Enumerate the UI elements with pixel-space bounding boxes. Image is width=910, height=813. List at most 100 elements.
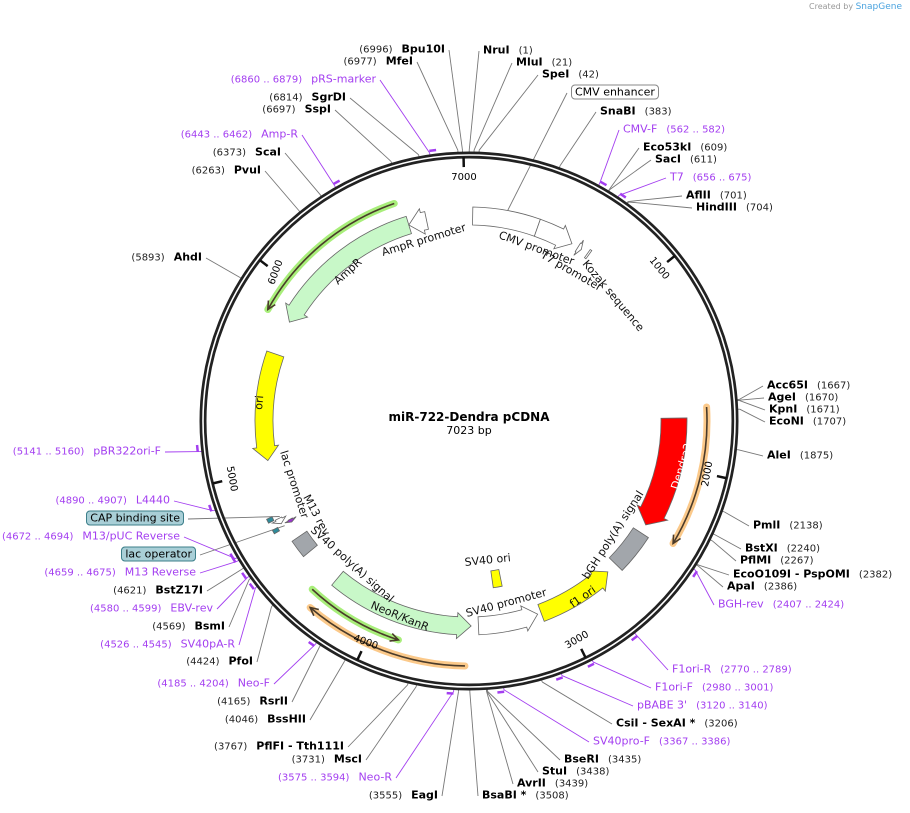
enzyme-label-ahdi[interactable]: 5893AhdI (131, 251, 202, 265)
primer-label-l4440[interactable]: 4890 .. 4907L4440 (55, 494, 170, 508)
primer-label-cmv-f[interactable]: CMV-F562 .. 582 (623, 123, 725, 137)
orf-line (267, 202, 395, 310)
primer-label-sv40pro-f[interactable]: SV40pro-F3367 .. 3386 (593, 735, 730, 749)
primer-label-pbabe-3-[interactable]: pBABE 3'3120 .. 3140 (637, 699, 768, 713)
primer-label-m13-reverse[interactable]: 4659 .. 4675M13 Reverse (44, 566, 196, 580)
leader-line (487, 691, 561, 761)
feature-label-cap-binding-site[interactable]: CAP binding site (86, 510, 184, 526)
primer-label-sv40pa-r[interactable]: 4526 .. 4545SV40pA-R (100, 638, 235, 652)
enzyme-label-agei[interactable]: AgeI1670 (768, 391, 838, 405)
enzyme-label-acc65i[interactable]: Acc65I1667 (767, 379, 850, 393)
enzyme-label-pvui[interactable]: 6263PvuI (192, 164, 261, 178)
site-position: 4569 (152, 622, 185, 633)
primer-binding-mark (429, 148, 437, 153)
enzyme-label-spei[interactable]: SpeI42 (542, 67, 599, 82)
enzyme-label-rsrii[interactable]: 4165RsrII (217, 695, 288, 709)
primer-label-ebv-rev[interactable]: 4580 .. 4599EBV-rev (90, 602, 213, 616)
primer-label-f1ori-f[interactable]: F1ori-F2980 .. 3001 (655, 680, 773, 695)
enzyme-label-kpni[interactable]: KpnI1671 (769, 402, 840, 417)
primer-label-pbr322ori-f[interactable]: 5141 .. 5160pBR322ori-F (13, 445, 161, 459)
enzyme-label-snabi[interactable]: SnaBI383 (600, 105, 672, 119)
enzyme-label-apai[interactable]: ApaI2386 (727, 580, 797, 594)
enzyme-label-mfei[interactable]: 6977MfeI (343, 55, 413, 69)
enzyme-label-pfoi[interactable]: 4424PfoI (186, 655, 253, 669)
site-name: Bpu10I (401, 42, 446, 56)
enzyme-label-scai[interactable]: 6373ScaI (213, 146, 281, 160)
feature-arc-kozak-sequence[interactable] (583, 248, 593, 260)
site-name: SpeI (542, 67, 570, 81)
primer-label-f1ori-r[interactable]: F1ori-R2770 .. 2789 (672, 662, 792, 677)
feature-arc-f1-ori[interactable] (537, 570, 609, 622)
site-position: 1707 (813, 417, 846, 428)
primer-binding-mark (307, 640, 315, 647)
feature-arc-bgh-poly-a-signal[interactable] (608, 527, 649, 572)
enzyme-label-bpu10i[interactable]: 6996Bpu10I (359, 42, 446, 57)
site-position: 3120 .. 3140 (696, 701, 767, 712)
enzyme-label-econi[interactable]: EcoNI1707 (769, 415, 846, 429)
feature-arc-sv40-promoter[interactable] (477, 605, 539, 636)
enzyme-label-eagi[interactable]: 3555EagI (369, 789, 438, 803)
feature-arc-ampr[interactable] (285, 215, 412, 323)
primer-label-t7[interactable]: T7656 .. 675 (670, 171, 751, 185)
enzyme-label-stui[interactable]: StuI3438 (542, 765, 609, 779)
site-name: KpnI (769, 402, 798, 416)
leader-line (238, 587, 256, 646)
enzyme-label-msci[interactable]: 3731MscI (292, 753, 362, 767)
feature-arc-ampr-promoter[interactable] (408, 207, 429, 235)
feature-arc-sv40-ori[interactable] (490, 569, 503, 589)
feature-arc-sv40-poly-a-signal[interactable] (291, 530, 318, 558)
enzyme-label-hindiii[interactable]: HindIII704 (696, 201, 773, 215)
feature-arc-ori[interactable] (251, 350, 285, 462)
primer-label-m13-puc-reverse[interactable]: 4672 .. 4694M13/pUC Reverse (2, 530, 180, 544)
enzyme-label-ecoo109i-pspomi[interactable]: EcoO109I - PspOMI2382 (733, 568, 892, 582)
enzyme-label-sgrdi[interactable]: 6814SgrDI (269, 91, 346, 105)
site-position: 3508 (535, 791, 568, 802)
primer-label-neo-r[interactable]: 3575 .. 3594Neo-R (278, 771, 392, 785)
primer-binding-mark (195, 444, 199, 452)
enzyme-label-bseri[interactable]: BseRI3435 (564, 753, 641, 767)
feature-arc-dendra2[interactable] (636, 417, 688, 526)
site-name: F1ori-F (655, 680, 693, 694)
enzyme-label-saci[interactable]: SacI611 (655, 153, 717, 167)
site-position: 6860 .. 6879 (231, 75, 302, 86)
site-position: 1875 (800, 451, 833, 462)
feature-label-lac-operator[interactable]: lac operator (121, 546, 196, 562)
site-position: 383 (645, 107, 672, 118)
site-name: F1ori-R (672, 662, 712, 676)
enzyme-label-bsabi-[interactable]: BsaBI *3508 (482, 789, 569, 803)
enzyme-label-bstz17i[interactable]: 4621BstZ17I (113, 584, 203, 598)
enzyme-label-pflmi[interactable]: PflMI2267 (740, 554, 814, 568)
primer-label-neo-f[interactable]: 4185 .. 4204Neo-F (157, 677, 270, 691)
enzyme-label-eco53ki[interactable]: Eco53kI609 (643, 141, 727, 155)
enzyme-label-bstxi[interactable]: BstXI2240 (745, 542, 820, 556)
site-position: 704 (746, 203, 773, 214)
feature-label-sv40-ori: SV40 ori (464, 551, 511, 569)
primer-label-prs-marker[interactable]: 6860 .. 6879pRS-marker (231, 73, 376, 87)
primer-label-amp-r[interactable]: 6443 .. 6462Amp-R (181, 128, 298, 142)
feature-arc-cmv-promoter[interactable] (533, 218, 573, 250)
feature-arc-t7-promoter[interactable] (573, 239, 584, 256)
enzyme-label-bsshii[interactable]: 4046BssHII (225, 713, 306, 727)
primer-label-bgh-rev[interactable]: BGH-rev2407 .. 2424 (718, 598, 844, 612)
feature-arc-neor-kanr[interactable] (331, 570, 472, 640)
enzyme-label-pflfi-tth111i[interactable]: 3767PflFI - Tth111I (214, 740, 344, 754)
enzyme-label-alei[interactable]: AleI1875 (767, 449, 833, 463)
feature-arc-lac-promoter[interactable] (270, 515, 287, 525)
feature-label-cmv-enhancer[interactable]: CMV enhancer (571, 84, 659, 100)
enzyme-label-nrui[interactable]: NruI1 (483, 44, 533, 58)
feature-label-lac-promoter: lac promoter (277, 449, 311, 520)
leader-line (711, 540, 737, 562)
enzyme-label-csii-sexai-[interactable]: CsiI - SexAI *3206 (616, 717, 738, 731)
tick-label: 5000 (224, 465, 239, 492)
enzyme-label-aflii[interactable]: AflII701 (686, 189, 747, 203)
feature-arc-segment[interactable] (271, 526, 281, 535)
enzyme-label-pmli[interactable]: PmlI2138 (753, 519, 823, 533)
enzyme-label-avrii[interactable]: AvrII3439 (517, 777, 588, 791)
leader-line (365, 686, 417, 761)
enzyme-label-mlui[interactable]: MluI21 (516, 56, 572, 70)
feature-arc-m13-rev[interactable] (284, 516, 297, 524)
feature-arc-segment[interactable] (266, 516, 275, 524)
enzyme-label-bsmi[interactable]: 4569BsmI (152, 620, 225, 634)
enzyme-label-sspi[interactable]: 6697SspI (262, 103, 331, 117)
